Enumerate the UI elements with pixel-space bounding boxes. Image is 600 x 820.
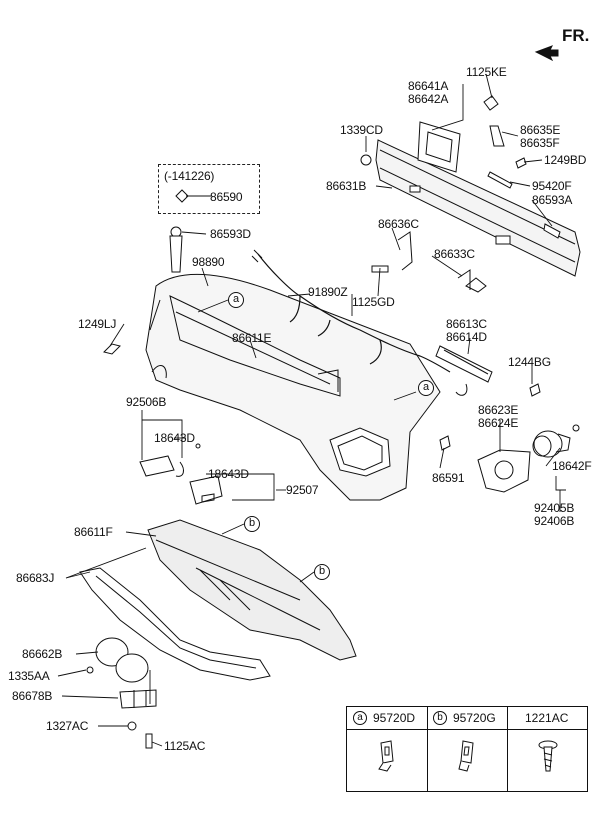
- fog-lamp-drawing: [532, 430, 571, 458]
- part-label-86641a: 86641A: [408, 79, 449, 93]
- part-label-86635f: 86635F: [520, 136, 560, 150]
- effective-date-note: (-141226): [164, 169, 215, 183]
- part-label-1125ac: 1125AC: [164, 739, 206, 753]
- part-label-86593a: 86593A: [532, 193, 573, 207]
- part-label-92506b: 92506B: [126, 395, 167, 409]
- clip-b-icon: [458, 740, 474, 772]
- wiring-harness-drawing: [257, 253, 451, 373]
- rear-lamp-drawing: [95, 637, 157, 709]
- part-label-86683j: 86683J: [16, 571, 55, 585]
- effective-date-note-box: [158, 164, 260, 214]
- legend-part-1221ac: 1221AC: [525, 711, 569, 725]
- legend-cell-a: a 95720D: [347, 707, 428, 791]
- part-label-92507: 92507: [286, 483, 319, 497]
- screw-icon: [538, 740, 558, 772]
- part-label-86614d: 86614D: [446, 330, 487, 344]
- part-label-86633c: 86633C: [434, 247, 475, 261]
- part-label-86635e: 86635E: [520, 123, 561, 137]
- part-label-92405b: 92405B: [534, 501, 575, 515]
- fastener-legend-table: a 95720D b 95720G 1221AC: [346, 706, 588, 792]
- part-label-95420f: 95420F: [532, 179, 572, 193]
- skid-plate-drawing: [79, 567, 271, 681]
- part-label-18643d: 18643D: [154, 431, 195, 445]
- part-label-86662b: 86662B: [22, 647, 63, 661]
- part-label-18642f: 18642F: [552, 459, 592, 473]
- part-label-1339cd: 1339CD: [340, 123, 383, 137]
- part-label-86623e: 86623E: [478, 403, 519, 417]
- part-label-1249bd: 1249BD: [544, 153, 587, 167]
- front-direction-label: FR.: [562, 26, 590, 45]
- part-label-86611f: 86611F: [74, 525, 113, 539]
- part-label-1244bg: 1244BG: [508, 355, 551, 369]
- bumper-cover-drawing: [145, 273, 441, 501]
- part-label-86611e: 86611E: [232, 331, 272, 345]
- part-label-1125ke: 1125KE: [466, 65, 507, 79]
- part-label-18643d-lower: 18643D: [208, 467, 249, 481]
- bumper-beam-drawing: [375, 121, 581, 293]
- legend-cell-b: b 95720G: [427, 707, 508, 791]
- callout-a-upper: a: [228, 292, 244, 308]
- part-label-1327ac: 1327AC: [46, 719, 89, 733]
- part-label-86678b: 86678B: [12, 689, 53, 703]
- nut-1339cd: [360, 154, 372, 166]
- part-label-86642a: 86642A: [408, 92, 449, 106]
- lower-bumper-drawing: [147, 519, 357, 661]
- part-label-86590: 86590: [210, 190, 243, 204]
- part-label-92406b: 92406B: [534, 514, 575, 528]
- part-label-1249lj: 1249LJ: [78, 317, 117, 331]
- part-label-1125gd: 1125GD: [352, 295, 395, 309]
- part-label-86624e: 86624E: [478, 416, 519, 430]
- fog-lamp-bezel-drawing: [477, 449, 531, 493]
- part-label-86593d: 86593D: [210, 227, 251, 241]
- callout-b-upper: b: [244, 516, 260, 532]
- part-label-86591: 86591: [432, 471, 465, 485]
- part-label-86613c: 86613C: [446, 317, 487, 331]
- front-direction-arrow: [534, 45, 559, 62]
- callout-a-lower: a: [418, 380, 434, 396]
- legend-part-95720d: 95720D: [373, 711, 416, 725]
- legend-callout-a: a: [353, 711, 367, 725]
- part-label-1335aa: 1335AA: [8, 669, 50, 683]
- part-label-86636c: 86636C: [378, 217, 419, 231]
- legend-part-95720g: 95720G: [453, 711, 496, 725]
- clip-a-icon: [378, 740, 394, 772]
- legend-cell-c: 1221AC: [507, 707, 587, 791]
- legend-header-row: [347, 707, 587, 730]
- legend-callout-b: b: [433, 711, 447, 725]
- part-label-86631b: 86631B: [326, 179, 367, 193]
- callout-b-lower: b: [314, 564, 330, 580]
- leader-lines: [57, 73, 566, 747]
- part-label-91890z: 91890Z: [308, 285, 348, 299]
- part-label-98890: 98890: [192, 255, 225, 269]
